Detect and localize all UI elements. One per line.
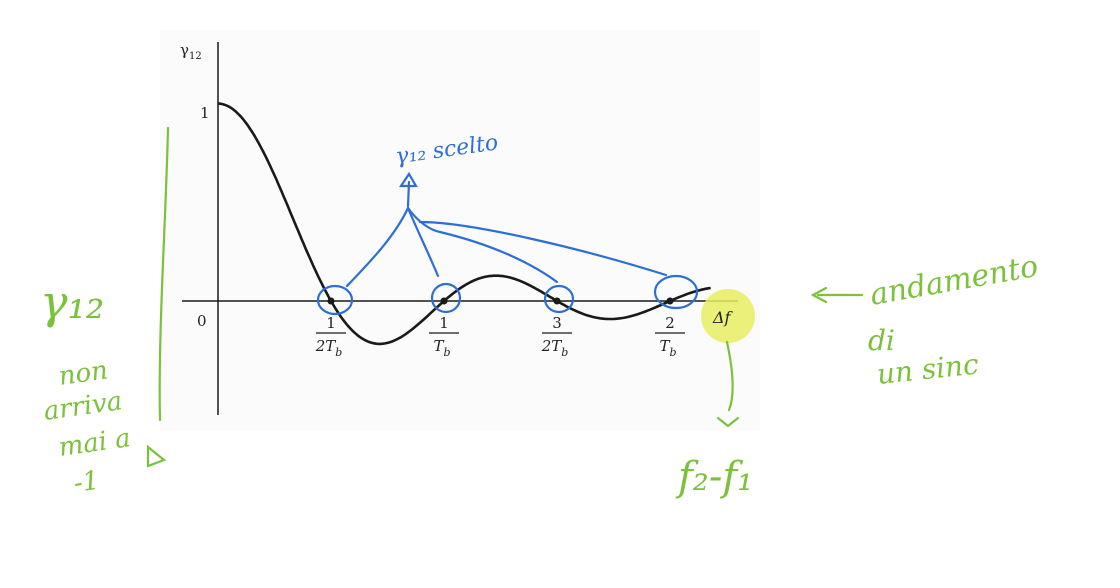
zero-crossing-point	[440, 297, 448, 305]
tick-denominator: Tb	[433, 337, 450, 359]
triangle-mark	[146, 444, 167, 468]
circle-zero-1	[316, 284, 354, 316]
tick-numerator: 3	[552, 314, 562, 332]
tick-denominator: Tb	[659, 337, 676, 359]
connector-1	[345, 206, 410, 288]
never-reach-line-3: arriva	[42, 386, 124, 427]
never-reach-line-5: -1	[72, 466, 101, 499]
connector-2	[406, 206, 440, 278]
never-reach-line-2: non	[57, 355, 110, 392]
zero-crossing-point	[327, 297, 335, 305]
arrow-head	[398, 171, 418, 188]
green-annotations	[146, 126, 864, 468]
circle-zero-4	[653, 274, 699, 310]
connector-4	[418, 220, 668, 277]
sinc-curve	[217, 102, 711, 346]
circle-zero-2	[430, 282, 462, 314]
down-arrow-line	[725, 340, 734, 412]
delta-f-definition: f₂-f₁	[675, 454, 753, 500]
y-axis-label: γ12	[180, 41, 202, 62]
never-reach-line-4: mai a	[57, 423, 133, 463]
left-arrow-head	[810, 286, 828, 304]
bracket-line	[158, 126, 170, 422]
trend-line-2: di	[868, 324, 895, 357]
blue-annotations	[316, 171, 699, 316]
never-reach-line-1: γ₁₂	[40, 275, 104, 329]
tick-numerator: 2	[665, 314, 675, 332]
tick-numerator: 1	[439, 314, 449, 332]
x-axis-label: Δf	[712, 308, 734, 327]
y-tick-one: 1	[200, 104, 210, 122]
zero-crossing-point	[553, 297, 561, 305]
trend-note: andamento di un sinc	[867, 249, 1040, 391]
tick-denominator: 2Tb	[541, 337, 569, 359]
down-arrow-head	[716, 416, 740, 428]
trend-line-1: andamento	[867, 249, 1040, 313]
tick-numerator: 1	[326, 314, 336, 332]
zero-crossing-point	[666, 297, 674, 305]
print-area	[160, 30, 760, 430]
origin-label: 0	[197, 312, 207, 330]
highlight-circle	[701, 289, 755, 343]
never-reach-note: γ₁₂ non arriva mai a -1	[40, 275, 133, 499]
tick-denominator: 2Tb	[315, 337, 343, 359]
circle-zero-3	[543, 284, 575, 314]
